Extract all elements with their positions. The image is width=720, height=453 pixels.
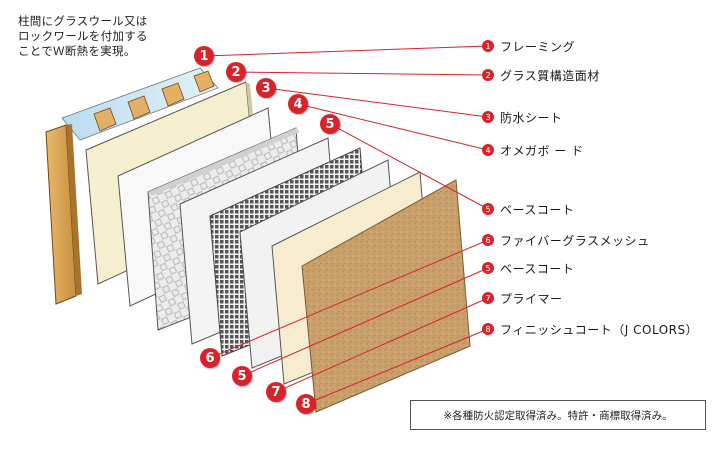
layer-label-6: ファイバーグラスメッシュ	[500, 234, 650, 248]
big-marker-9: 8	[296, 394, 316, 414]
insulation-note: 柱間にグラスウール又は ロックワールを付加する ことでＷ断熱を実現。	[18, 14, 148, 58]
layer-label-5: ベースコート	[500, 203, 575, 217]
big-marker-7: 5	[232, 366, 252, 386]
label-dot-9: 8	[482, 323, 494, 335]
layer-label-7: ベースコート	[500, 262, 575, 276]
big-marker-3: 3	[256, 78, 276, 98]
layer-label-1: フレーミング	[500, 40, 576, 54]
layer-label-3: 防水シート	[500, 111, 563, 125]
certification-footnote: ※各種防火認定取得済み。特許・商標取得済み。	[410, 400, 706, 430]
layer-label-4: オメガボ ー ド	[500, 144, 584, 158]
label-dot-1: 1	[482, 40, 494, 52]
label-dot-6: 6	[482, 234, 494, 246]
leader-lines	[203, 45, 489, 405]
label-dot-2: 2	[482, 69, 494, 81]
big-marker-8: 7	[266, 382, 286, 402]
label-dot-4: 4	[482, 144, 494, 156]
layer-label-2: グラス質構造面材	[500, 69, 600, 83]
framing-layer	[45, 67, 219, 305]
big-marker-5: 5	[320, 114, 340, 134]
big-marker-2: 2	[226, 62, 246, 82]
big-marker-4: 4	[288, 94, 308, 114]
big-marker-6: 6	[200, 348, 220, 368]
layer-label-8: プライマー	[500, 292, 563, 306]
label-dot-3: 3	[482, 111, 494, 123]
layer-label-9: フィニッシュコート（J COLORS）	[500, 323, 699, 337]
label-dot-7: 5	[482, 262, 494, 274]
big-marker-1: 1	[194, 46, 214, 66]
label-dot-5: 5	[482, 203, 494, 215]
label-dot-8: 7	[482, 292, 494, 304]
